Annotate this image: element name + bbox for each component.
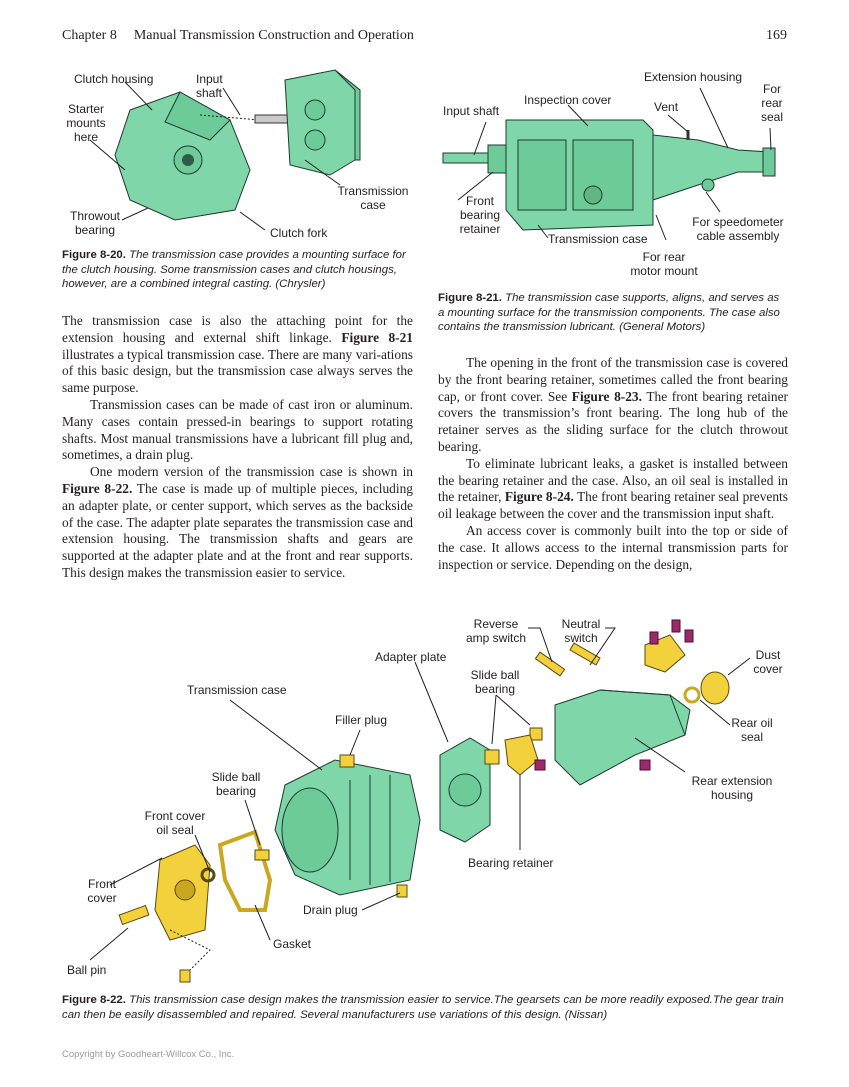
label-front-bearing-retainer: Front bearing retainer (459, 194, 501, 236)
figure-8-22-illustration (89, 619, 751, 983)
label-bearing-retainer: Bearing retainer (468, 856, 554, 870)
label-rear-oil-seal: Rear oil seal (731, 716, 773, 744)
paragraph: The opening in the front of the transmis… (438, 355, 788, 456)
text-run: To eliminate lubricant leaks, a gasket i… (438, 455, 788, 505)
figure-reference: Figure 8-21 (341, 329, 413, 345)
figure-8-20-illustration (89, 69, 361, 231)
label-drain-plug: Drain plug (303, 903, 358, 917)
rear-extension-housing-drawing (554, 689, 691, 786)
text-run: The opening in the front of the transmis… (438, 355, 788, 404)
running-header: Chapter 8 Manual Transmission Constructi… (62, 28, 414, 44)
label-starter-mounts: Starter mounts here (66, 102, 106, 144)
label-input-shaft: Input shaft (196, 72, 223, 100)
chapter-number: Chapter 8 (62, 28, 117, 43)
caption-number: Figure 8-21. (438, 292, 502, 304)
text-run: One modern version of the transmission c… (90, 464, 413, 480)
right-column-text: The opening in the front of the transmis… (438, 355, 788, 573)
label-neutral-switch: Neutral switch (561, 617, 601, 645)
text-run: The front bearing retainer seal prevents… (438, 489, 788, 522)
label-gasket: Gasket (273, 937, 312, 951)
figure-reference: Figure 8-24. (504, 489, 574, 505)
caption-text: The transmission case supports, aligns, … (438, 292, 780, 333)
figure-8-21-caption: Figure 8-21. The transmission case suppo… (438, 291, 788, 335)
label-ball-pin: Ball pin (67, 963, 107, 977)
label-adapter-plate: Adapter plate (375, 650, 447, 664)
caption-text: This transmission case design makes the … (62, 994, 784, 1021)
label-reverse-amp-switch: Reverse amp switch (465, 617, 527, 645)
label-transmission-case: Transmission case (337, 184, 409, 212)
page-number: 169 (766, 28, 787, 43)
text-run: The case is made up of multiple pieces, … (62, 480, 413, 580)
copyright-footer: Copyright by Goodheart-Willcox Co., Inc. (62, 1049, 235, 1060)
label-input-shaft-21: Input shaft (443, 104, 500, 118)
label-transmission-case-21: Transmission case (548, 232, 648, 246)
text-run: The front bearing retainer covers the tr… (438, 388, 788, 454)
figure-8-22-caption: Figure 8-22. This transmission case desi… (62, 993, 790, 1022)
figure-8-20-caption: Figure 8-20. The transmission case provi… (62, 248, 413, 292)
label-for-speedometer: For speedometer cable assembly (692, 215, 784, 243)
paragraph: Transmission cases can be made of cast i… (62, 396, 413, 463)
label-for-rear-motor-mount: For rear motor mount (630, 250, 698, 278)
label-clutch-fork: Clutch fork (270, 226, 328, 240)
chapter-title: Manual Transmission Construction and Ope… (133, 28, 414, 43)
label-filler-plug: Filler plug (335, 713, 388, 727)
label-extension-housing: Extension housing (644, 70, 743, 84)
label-for-rear-seal: For rear seal (760, 82, 783, 124)
caption-text: The transmission case provides a mountin… (62, 249, 406, 290)
transmission-case-drawing (284, 69, 361, 176)
text-run: The transmission case is also the attach… (62, 313, 413, 345)
caption-number: Figure 8-20. (62, 249, 126, 261)
paragraph: An access cover is commonly built into t… (438, 522, 788, 572)
left-column-text: The transmission case is also the attach… (62, 313, 413, 582)
label-front-cover-oil-seal: Front cover oil seal (144, 809, 206, 837)
label-vent: Vent (654, 100, 679, 114)
label-clutch-housing: Clutch housing (74, 72, 154, 86)
label-slide-ball-bearing-left: Slide ball bearing (211, 770, 261, 798)
paragraph: The transmission case is also the attach… (62, 313, 413, 397)
caption-number: Figure 8-22. (62, 994, 126, 1006)
label-front-cover: Front cover (87, 877, 117, 905)
figure-reference: Figure 8-23. (571, 388, 642, 404)
label-slide-ball-bearing-top: Slide ball bearing (470, 668, 520, 696)
paragraph: To eliminate lubricant leaks, a gasket i… (438, 456, 788, 523)
label-rear-extension-housing: Rear extension housing (691, 774, 773, 802)
figure-8-21-illustration (442, 87, 776, 241)
figure-reference: Figure 8-22. (62, 480, 133, 496)
label-inspection-cover: Inspection cover (524, 93, 612, 107)
label-dust-cover: Dust cover (753, 648, 783, 676)
label-transmission-case-22: Transmission case (187, 683, 287, 697)
label-throwout-bearing: Throwout bearing (69, 209, 121, 237)
text-run: illustrates a typical transmission case.… (62, 346, 413, 396)
paragraph: One modern version of the transmission c… (62, 464, 413, 582)
